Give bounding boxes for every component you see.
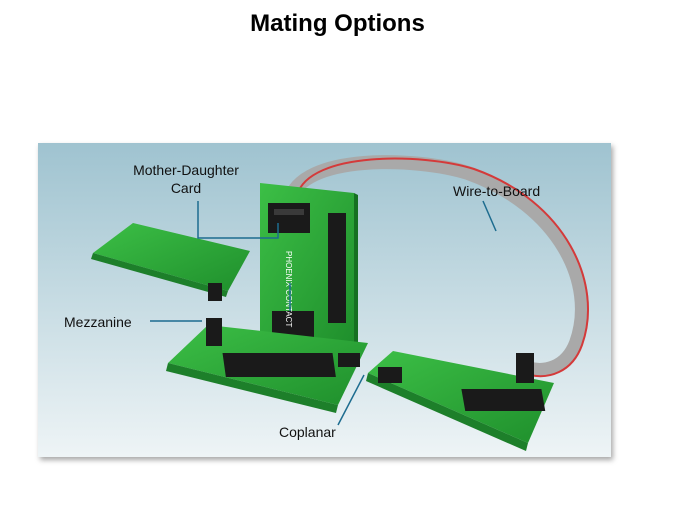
leader-wire-to-board bbox=[482, 200, 497, 232]
coplanar-connector-left bbox=[338, 353, 360, 367]
vertical-header bbox=[328, 213, 346, 323]
base-header bbox=[222, 353, 336, 377]
slide-title: Mating Options bbox=[250, 10, 425, 37]
mezzanine-connector bbox=[208, 283, 222, 301]
label-mother-daughter-line2: Card bbox=[170, 180, 202, 196]
mezzanine-socket bbox=[206, 318, 222, 346]
product-photo: PHOENIX CONTACT bbox=[38, 143, 611, 457]
leader-coplanar bbox=[337, 374, 365, 426]
coplanar-connector-right bbox=[378, 367, 402, 383]
coplanar-board bbox=[368, 351, 554, 443]
ribbon-cable bbox=[283, 155, 589, 377]
connector-illustration: PHOENIX CONTACT bbox=[38, 143, 611, 457]
brand-logo: PHOENIX CONTACT bbox=[284, 251, 293, 327]
mezzanine-board bbox=[93, 223, 250, 291]
coplanar-header bbox=[461, 389, 546, 411]
label-mother-daughter-line1: Mother-Daughter bbox=[133, 162, 239, 178]
label-mother-daughter: Mother-Daughter Card bbox=[118, 161, 254, 197]
ribbon-connector bbox=[268, 203, 310, 233]
wire-to-board-header bbox=[516, 353, 534, 383]
leader-mother-daughter bbox=[197, 201, 279, 239]
ribbon-red-wire bbox=[296, 157, 589, 378]
label-wire-to-board: Wire-to-Board bbox=[453, 183, 541, 199]
label-mezzanine: Mezzanine bbox=[64, 314, 132, 330]
label-coplanar: Coplanar bbox=[279, 424, 336, 440]
